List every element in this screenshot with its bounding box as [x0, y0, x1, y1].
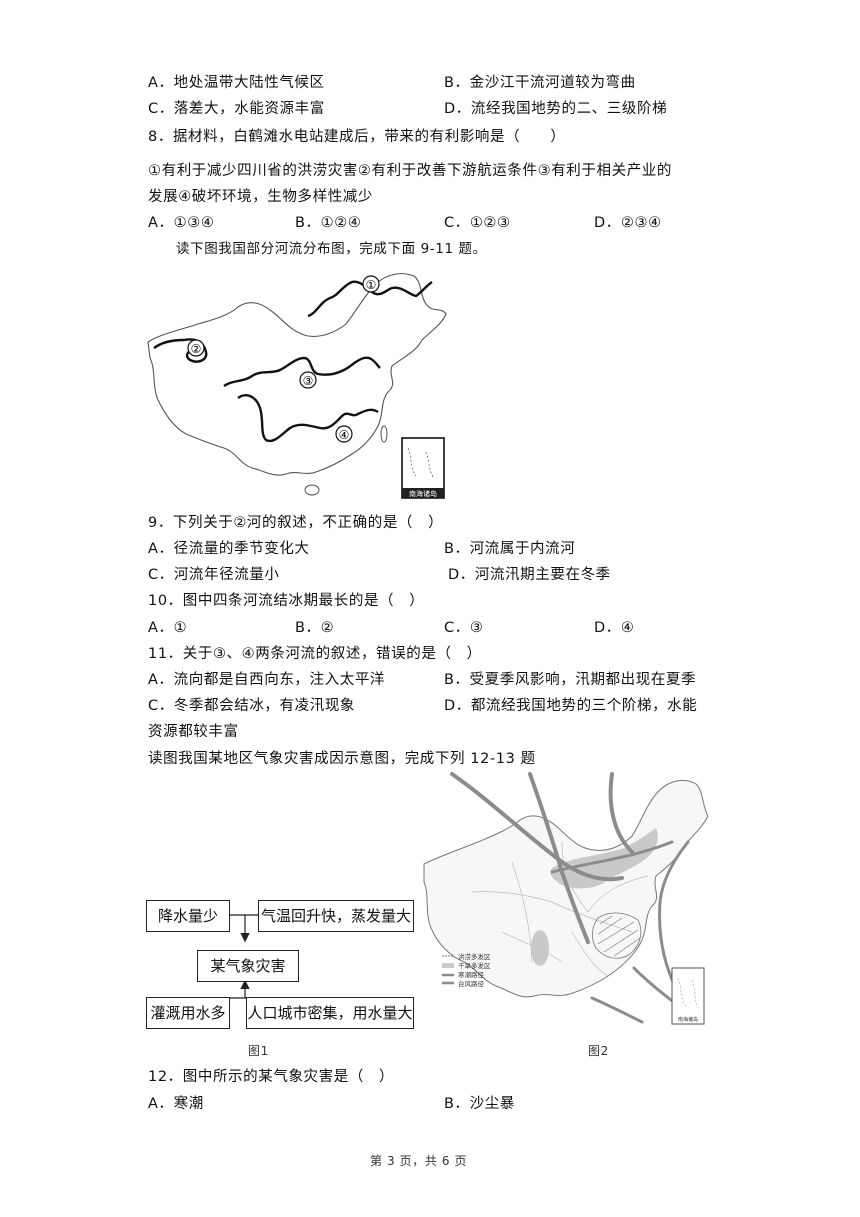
fig2-caption: 图2: [588, 1044, 609, 1058]
fig1-box-disaster: 某气象灾害: [197, 950, 299, 982]
q9-option-c: C．河流年径流量小: [148, 567, 280, 583]
map1-label-1: ①: [366, 278, 377, 292]
q10-stem: 10．图中四条河流结冰期最长的是（ ）: [148, 593, 425, 609]
q8-option-b: B．①②④: [295, 215, 362, 231]
q8-option-c: C．①②③: [444, 215, 511, 231]
fig2-drought-area-sw: [531, 930, 549, 966]
fig2-cold-wave-path-4: [550, 840, 674, 874]
fig1-box-urban-demand: 人口城市密集，用水量大: [246, 997, 414, 1029]
q8-option-a: A．①③④: [148, 215, 215, 231]
fig2-legend-drought: 干旱多发区: [458, 961, 491, 970]
q11-option-d-line2: 资源都较丰富: [148, 724, 239, 740]
q9-option-a: A．径流量的季节变化大: [148, 541, 310, 557]
fig2-flood-area: [592, 912, 642, 959]
map1-label-3: ③: [303, 374, 314, 388]
q12-stem: 12．图中所示的某气象灾害是（ ）: [148, 1069, 395, 1085]
q9-option-d: D．河流汛期主要在冬季: [448, 567, 611, 583]
map1-inset-label: 南海诸岛: [409, 489, 437, 498]
fig2-legend-cold-wave: 寒潮路径: [458, 970, 485, 979]
fig2-legend-flood: 洪涝多发区: [458, 952, 491, 961]
fig1-caption: 图1: [248, 1044, 269, 1058]
river-3: [223, 356, 381, 388]
china-outline: [147, 273, 447, 476]
q11-option-b: B．受夏季风影响，汛期都出现在夏季: [444, 672, 697, 688]
fig1-box-irrigation: 灌溉用水多: [146, 997, 230, 1029]
q12-option-a: A．寒潮: [148, 1096, 204, 1112]
label-2-marker: [187, 339, 205, 357]
fig1-box-low-precipitation: 降水量少: [146, 900, 230, 932]
q10-option-d: D．④: [594, 620, 635, 636]
map1-label-4: ④: [339, 428, 350, 442]
q9-option-b: B．河流属于内流河: [444, 541, 576, 557]
label-1-marker: [362, 275, 380, 293]
fig2-cold-wave-path-3: [608, 772, 634, 854]
label-4-marker: [335, 425, 353, 443]
hainan-island: [304, 484, 320, 496]
label-3-marker: [299, 371, 317, 389]
china-river-map: ① ② ③ ④ 南海诸岛: [147, 273, 447, 499]
q7-option-a: A．地处温带大陆性气候区: [148, 75, 325, 91]
q7-option-c: C．落差大，水能资源丰富: [148, 101, 325, 117]
q10-option-c: C．③: [444, 620, 484, 636]
intro-12-13: 读图我国某地区气象灾害成因示意图，完成下列 12-13 题: [148, 751, 536, 767]
q8-option-d: D．②③④: [594, 215, 662, 231]
page-footer: 第 3 页，共 6 页: [370, 1154, 468, 1168]
fig2-typhoon-path-3: [590, 996, 644, 1024]
q12-option-b: B．沙尘暴: [444, 1096, 515, 1112]
q10-option-a: A．①: [148, 620, 188, 636]
q11-stem: 11．关于③、④两条河流的叙述，错误的是（ ）: [148, 646, 482, 662]
map1-label-2: ②: [191, 342, 202, 356]
q7-option-d: D．流经我国地势的二、三级阶梯: [444, 101, 668, 117]
fig1-box-fast-warming: 气温回升快，蒸发量大: [258, 900, 414, 932]
intro-9-11: 读下图我国部分河流分布图，完成下面 9-11 题。: [176, 241, 487, 257]
fig2-typhoon-path-2: [658, 840, 690, 994]
river-4: [237, 394, 379, 443]
fig2-cold-wave-path-2: [528, 772, 590, 944]
q8-items-line2: 发展④破坏环境，生物多样性减少: [148, 189, 373, 205]
fig2-drought-area: [550, 828, 658, 889]
q11-option-c: C．冬季都会结冰，有凌汛现象: [148, 698, 356, 714]
q7-option-b: B．金沙江干流河道较为弯曲: [444, 75, 636, 91]
river-2: [153, 338, 208, 363]
q9-stem: 9．下列关于②河的叙述，不正确的是（ ）: [148, 515, 444, 531]
taiwan-island: [380, 425, 388, 443]
q8-items-line1: ①有利于减少四川省的洪涝灾害②有利于改善下游航运条件③有利于相关产业的: [148, 163, 672, 179]
q10-option-b: B．②: [295, 620, 335, 636]
fig2-legend: [442, 955, 454, 985]
q8-stem: 8．据材料，白鹤滩水电站建成后，带来的有利影响是（ ）: [148, 129, 566, 145]
fig2-legend-typhoon: 台风路径: [458, 979, 485, 988]
fig2-south-china-sea-inset: [671, 967, 705, 1025]
q11-option-a: A．流向都是自西向东，注入太平洋: [148, 672, 386, 688]
fig2-disaster-map: 洪涝多发区 干旱多发区 寒潮路径 台风路径 南海诸岛: [423, 772, 709, 1025]
fig2-inset-label: 南海诸岛: [678, 1016, 698, 1023]
q11-option-d-line1: D．都流经我国地势的三个阶梯，水能: [444, 698, 698, 714]
